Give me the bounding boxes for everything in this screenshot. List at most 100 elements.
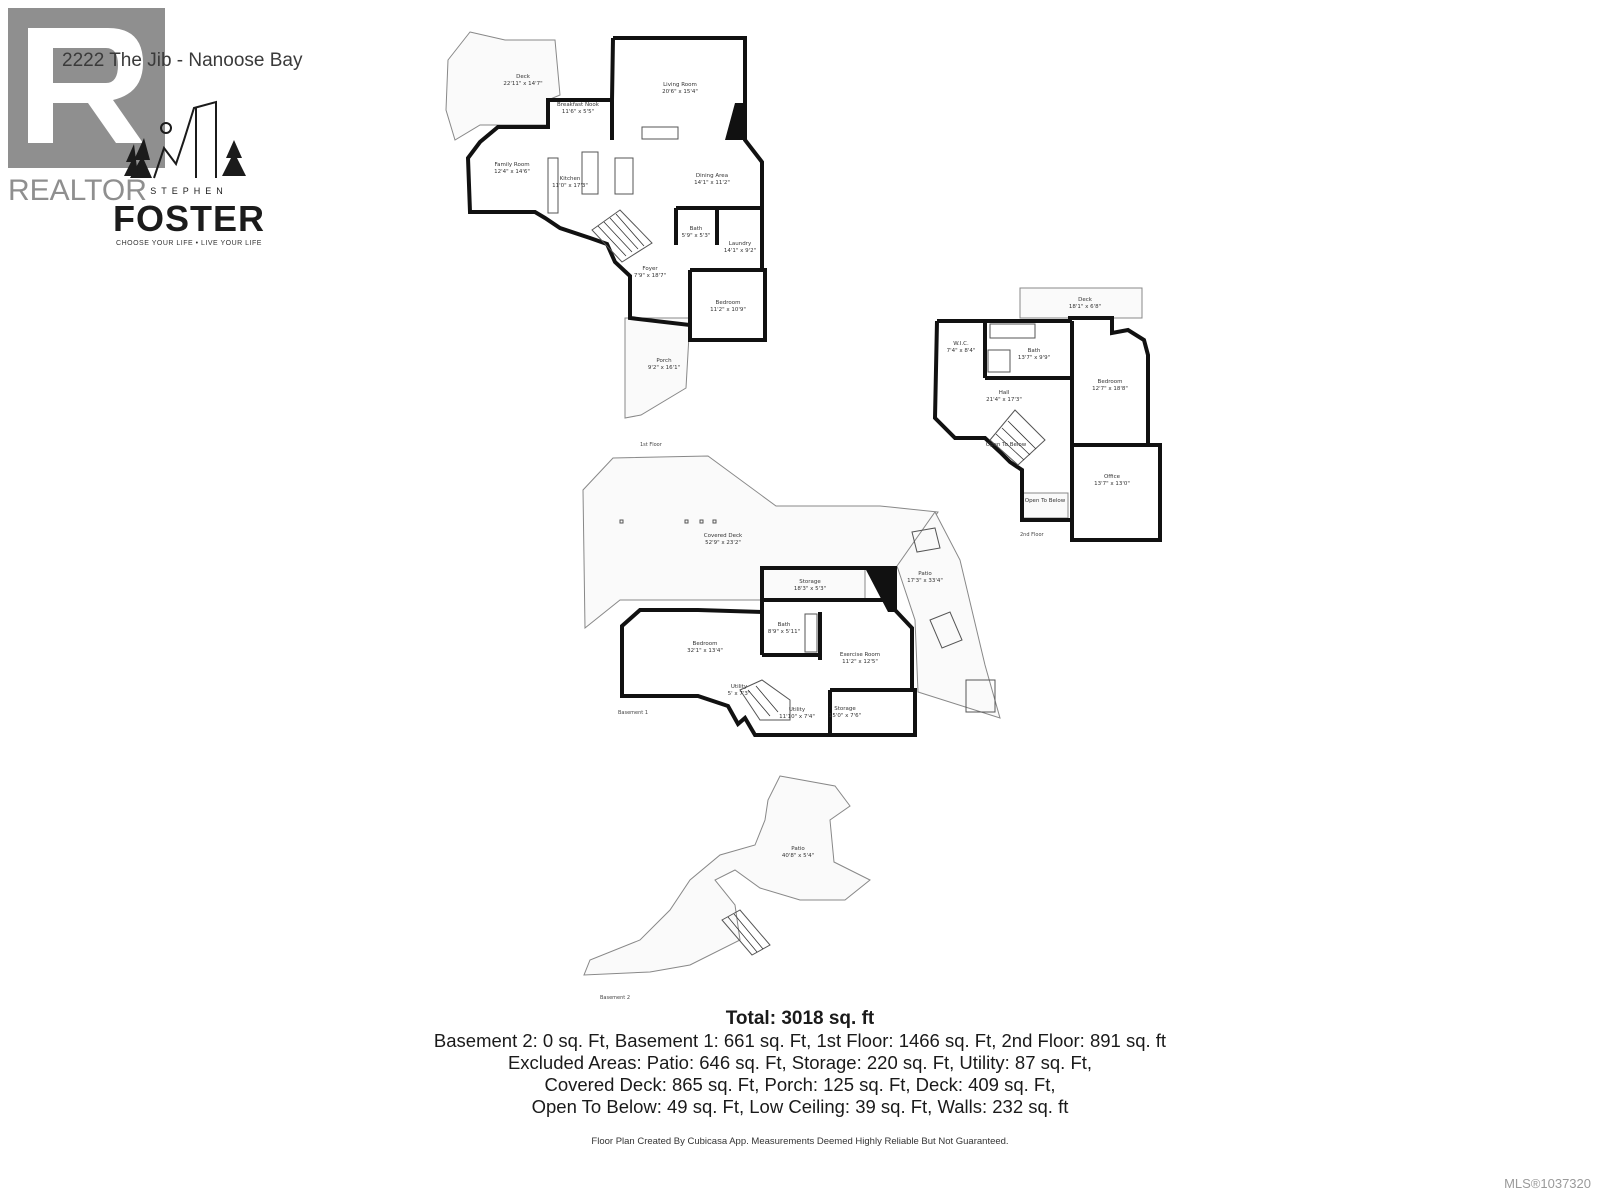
wic-name: W.I.C.	[953, 341, 969, 347]
first-floor-plan: Deck 22'11" x 14'7" Breakfast Nook 11'6"…	[445, 31, 767, 448]
family-room-name: Family Room	[494, 162, 529, 168]
second-bath-dims: 13'7" x 9'9"	[1018, 355, 1050, 361]
covered-deck-name: Covered Deck	[704, 533, 743, 539]
living-room-name: Living Room	[663, 82, 697, 88]
utility2-name: Utility	[789, 707, 806, 713]
second-floor-plan: Deck 18'1" x 6'8" W.I.C. 7'4" x 8'4" Bat…	[932, 287, 1162, 542]
second-floor-stairs-icon	[989, 409, 1046, 466]
first-bedroom-name: Bedroom	[716, 300, 741, 306]
disclaimer: Floor Plan Created By Cubicasa App. Meas…	[591, 1136, 1009, 1147]
brand-tagline: CHOOSE YOUR LIFE • LIVE YOUR LIFE	[116, 240, 262, 247]
second-deck-name: Deck	[1078, 297, 1093, 303]
family-room-dims: 12'4" x 14'6"	[494, 169, 530, 175]
basement-1-label: Basement 1	[618, 710, 648, 716]
realtor-wordmark: REALTOR	[8, 174, 147, 207]
porch-dims: 9'2" x 16'1"	[648, 365, 680, 371]
utility1-name: Utility	[731, 684, 748, 690]
mls-number: MLS®1037320	[1504, 1176, 1591, 1191]
basement-bedroom-name: Bedroom	[693, 641, 718, 647]
first-bath-name: Bath	[690, 226, 703, 232]
office-dims: 13'7" x 13'0"	[1094, 481, 1130, 487]
basement-2-plan: Patio 40'8" x 5'4" Basement 2	[583, 775, 871, 1001]
second-floor-deck	[1019, 287, 1143, 319]
second-floor-walls	[932, 316, 1162, 542]
open-to-below-stair-label: Open To Below	[986, 442, 1027, 448]
storage1-dims: 18'3" x 5'3"	[794, 586, 826, 592]
patio-area	[896, 511, 1001, 719]
office-name: Office	[1104, 474, 1121, 480]
exercise-room-dims: 11'2" x 12'5"	[842, 659, 878, 665]
foyer-name: Foyer	[642, 266, 658, 272]
storage1-name: Storage	[799, 579, 821, 585]
storage2-name: Storage	[834, 706, 856, 712]
basement-bedroom-dims: 32'1" x 13'4"	[687, 648, 723, 654]
excluded-areas-line-3: Open To Below: 49 sq. Ft, Low Ceiling: 3…	[531, 1096, 1069, 1117]
basement-fireplace-icon	[865, 568, 895, 612]
second-deck-dims: 18'1" x 6'8"	[1069, 304, 1101, 310]
brand-logo-icon	[124, 100, 246, 179]
basement-tub-icon	[804, 613, 818, 653]
foyer-dims: 7'9" x 18'7"	[634, 273, 666, 279]
excluded-areas-line-1: Excluded Areas: Patio: 646 sq. Ft, Stora…	[507, 1052, 1093, 1073]
first-deck-dims: 22'11" x 14'7"	[503, 81, 542, 87]
realtor-logo: REALTOR	[8, 8, 165, 207]
utility1-dims: 5' x 7'3"	[728, 691, 751, 697]
kitchen-name: Kitchen	[560, 176, 581, 182]
basement-bath-dims: 8'9" x 5'11"	[768, 629, 800, 635]
covered-deck-post-3	[699, 519, 704, 524]
basement-2-patio	[583, 775, 871, 976]
second-bedroom-dims: 12'7" x 18'8"	[1092, 386, 1128, 392]
hall-name: Hall	[999, 390, 1010, 396]
first-deck-name: Deck	[516, 74, 531, 80]
fireplace-icon	[725, 103, 745, 140]
area-summary: Total: 3018 sq. ft Basement 2: 0 sq. Ft,…	[300, 1008, 1300, 1118]
basement-1-stairs-icon	[739, 679, 791, 721]
total-area: Total: 3018 sq. ft	[725, 1008, 875, 1029]
patio1-name: Patio	[918, 571, 932, 577]
dining-area-name: Dining Area	[696, 173, 728, 179]
kitchen-dims: 11'0" x 17'3"	[552, 183, 588, 189]
shower-icon	[987, 349, 1011, 373]
brand-last-name: FOSTER	[112, 198, 265, 239]
living-room-dims: 20'6" x 15'4"	[662, 89, 698, 95]
basement-2-patio-dims: 40'8" x 5'4"	[782, 853, 814, 859]
second-bath-name: Bath	[1028, 348, 1041, 354]
basement-1-plan: Covered Deck 52'9" x 23'2" Storage 18'3"…	[582, 455, 1001, 737]
exercise-room-name: Exercise Room	[840, 652, 880, 658]
covered-deck-post-4	[712, 519, 717, 524]
bathtub-icon	[989, 323, 1036, 339]
covered-deck-dims: 52'9" x 23'2"	[705, 540, 741, 546]
basement-2-label: Basement 2	[600, 995, 630, 1001]
breakfast-nook-name: Breakfast Nook	[557, 102, 600, 108]
brand-first-name: STEPHEN	[150, 186, 228, 196]
basement-2-stairs-icon	[721, 909, 771, 956]
laundry-dims: 14'1" x 9'2"	[724, 248, 756, 254]
covered-deck-post-2	[684, 519, 689, 524]
living-room-sofa	[641, 126, 679, 140]
excluded-areas-line-2: Covered Deck: 865 sq. Ft, Porch: 125 sq.…	[544, 1074, 1056, 1095]
first-floor-label: 1st Floor	[640, 442, 663, 448]
covered-deck-post	[619, 519, 624, 524]
laundry-name: Laundry	[729, 241, 752, 247]
first-bath-dims: 5'9" x 5'3"	[682, 233, 711, 239]
patio1-dims: 17'3" x 33'4"	[907, 578, 943, 584]
wic-dims: 7'4" x 8'4"	[947, 348, 976, 354]
basement-bath-name: Bath	[778, 622, 791, 628]
patio-stairs-icon	[911, 527, 996, 713]
open-to-below-area	[1021, 492, 1069, 519]
kitchen-counter	[547, 157, 559, 214]
first-bedroom-dims: 11'2" x 10'9"	[710, 307, 746, 313]
second-floor-label: 2nd Floor	[1020, 532, 1044, 538]
dining-area-dims: 14'1" x 11'2"	[694, 180, 730, 186]
dining-table	[614, 157, 634, 195]
listing-title: 2222 The Jib - Nanoose Bay	[62, 50, 303, 71]
first-floor-porch	[624, 317, 691, 419]
floor-areas-line: Basement 2: 0 sq. Ft, Basement 1: 661 sq…	[433, 1030, 1167, 1051]
storage2-dims: 15'0" x 7'6"	[829, 713, 861, 719]
second-bedroom-name: Bedroom	[1098, 379, 1123, 385]
open-to-below-label: Open To Below	[1025, 498, 1066, 504]
utility2-dims: 11'10" x 7'4"	[779, 714, 815, 720]
hall-dims: 21'4" x 17'3"	[986, 397, 1022, 403]
porch-name: Porch	[656, 358, 672, 364]
